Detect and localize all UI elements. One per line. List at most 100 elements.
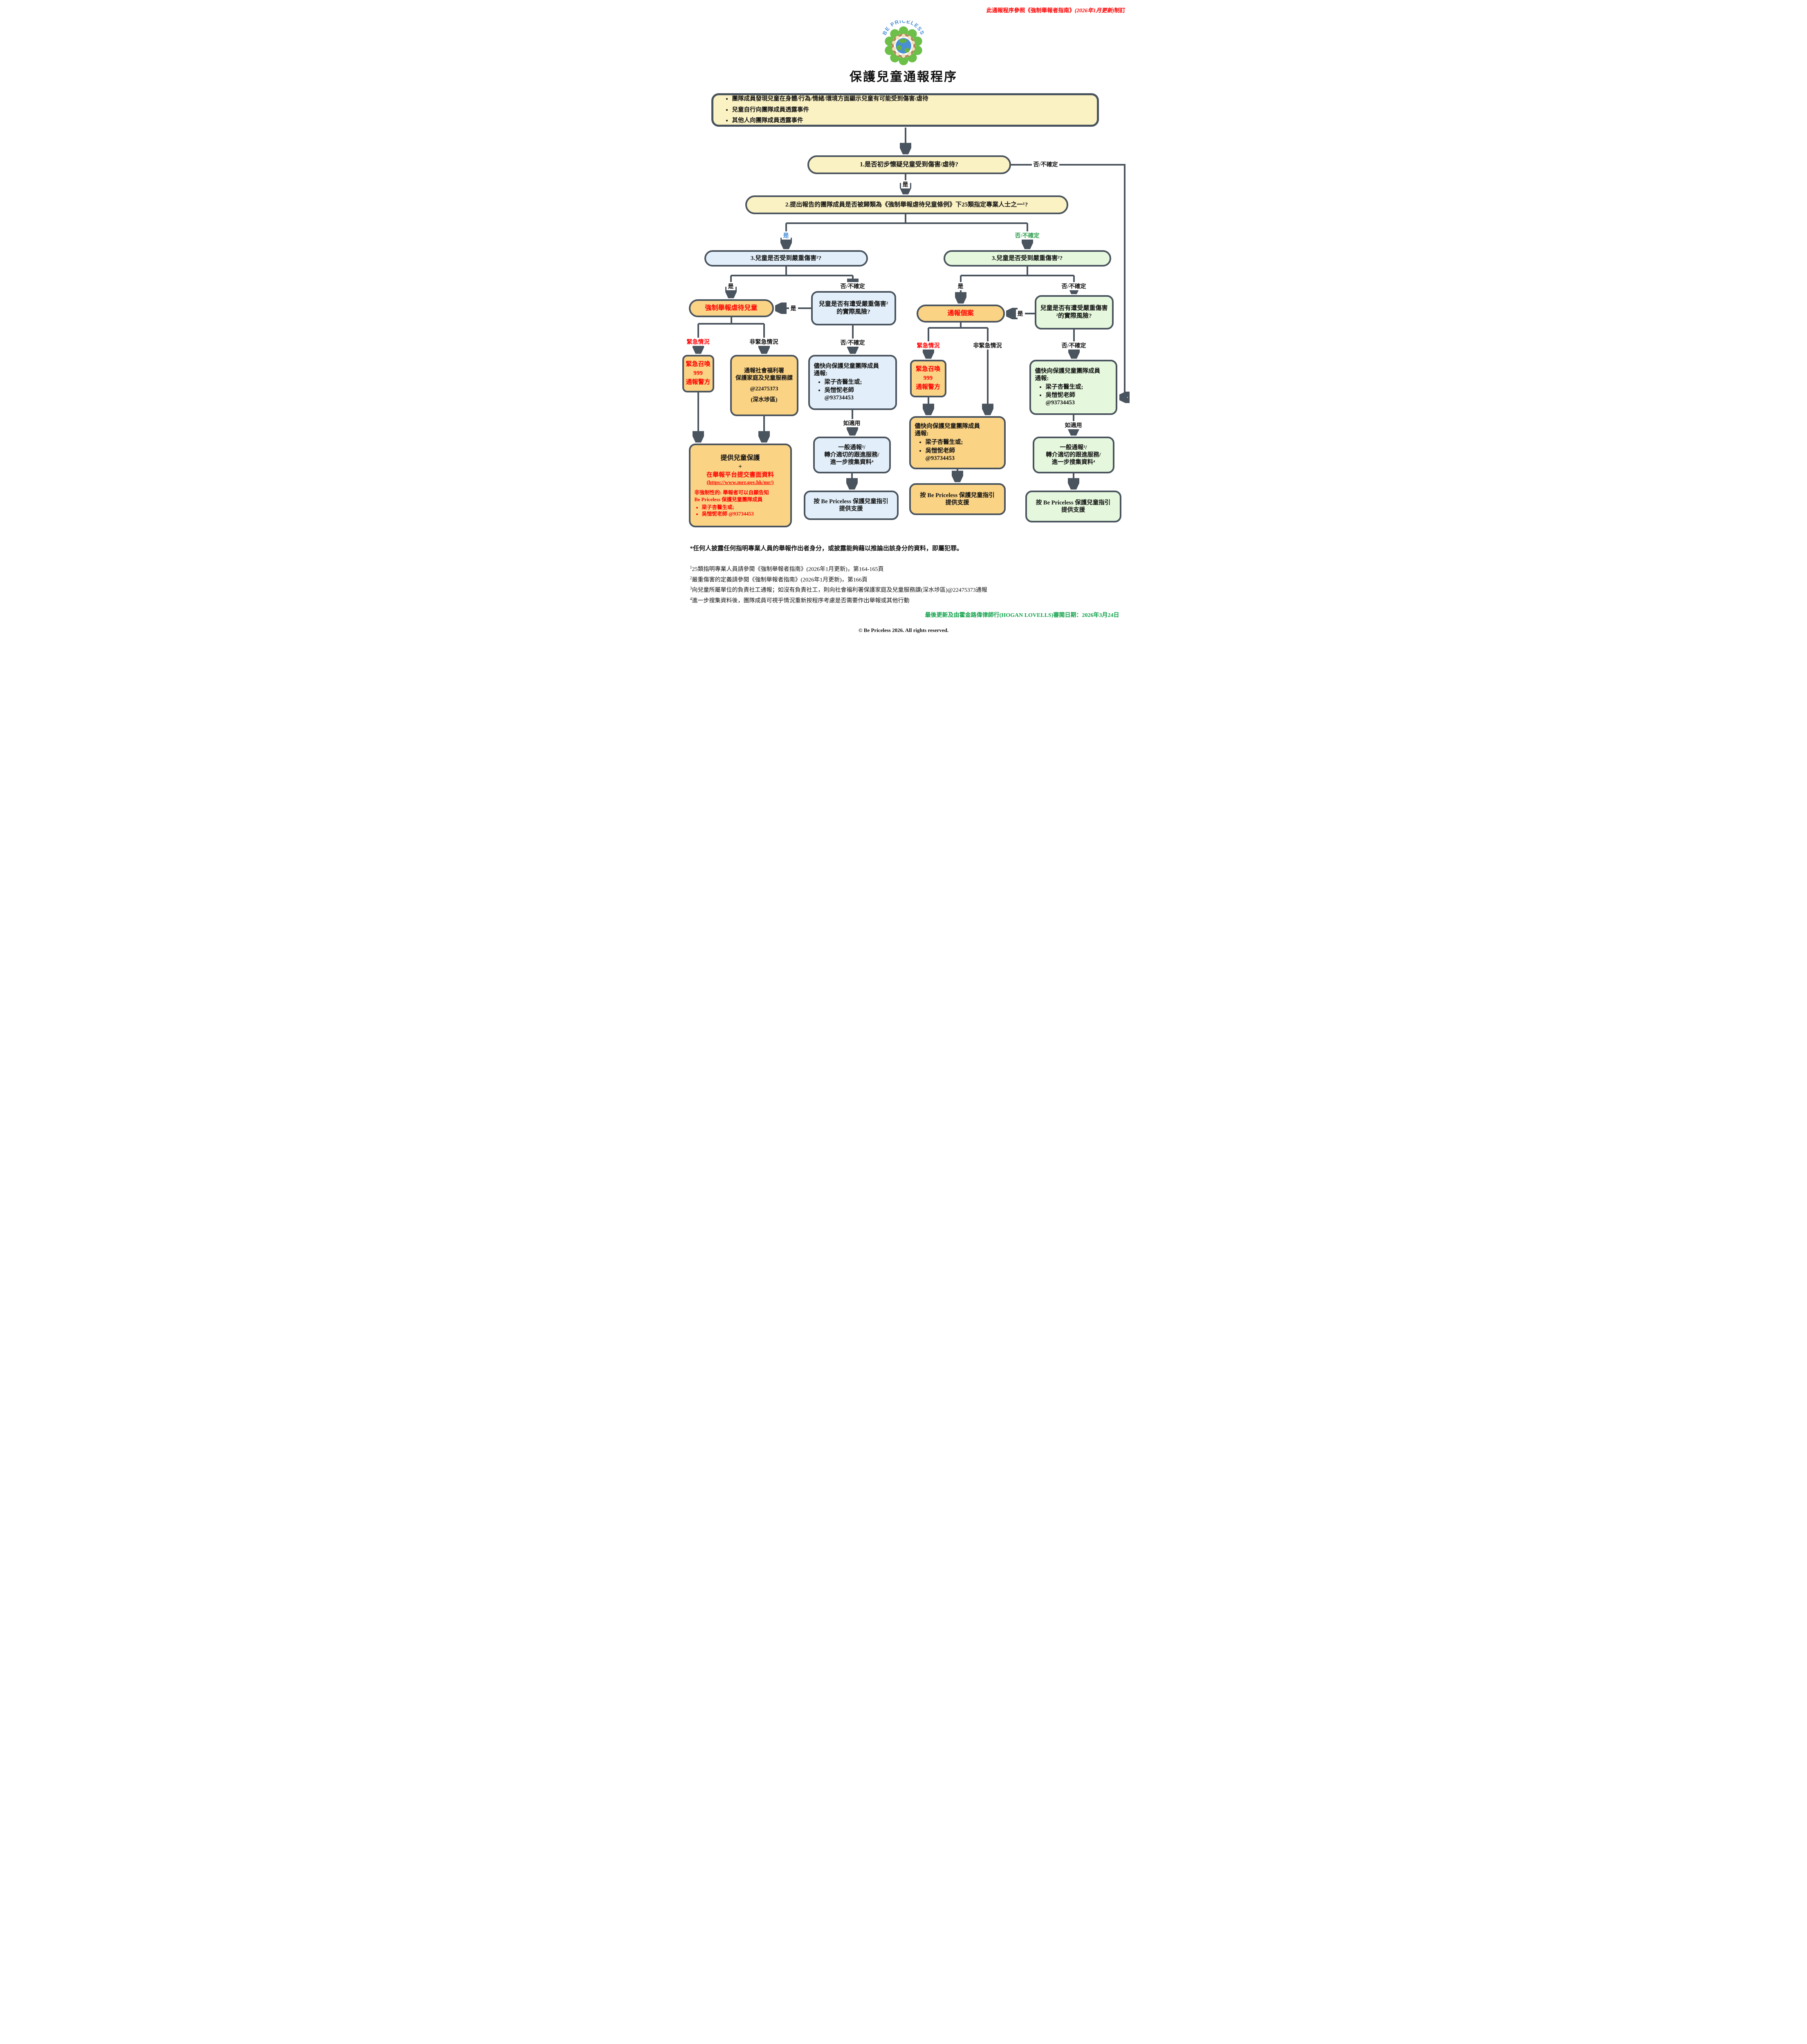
intro-bullet-text: 兒童自行向團隊成員透露事件	[732, 106, 809, 113]
risk-left-box: 兒童是否有遭受嚴重傷害²的實際風險?	[811, 291, 896, 325]
notify-contact-list: 梁子杏醫生或; 吳愷怩老師@93734453	[915, 439, 1000, 462]
voluntary-contact-doctor: 梁子杏醫生或;	[702, 504, 734, 510]
label-q2-no: 否/不確定	[1013, 231, 1041, 240]
swd-name-line2: 保護家庭及兒童服務課	[735, 375, 793, 381]
label-q3l-no: 否/不確定	[838, 282, 867, 290]
call999-line2: 999	[923, 375, 933, 382]
label-q3l-yes: 是	[726, 282, 735, 290]
voluntary-note-line2: Be Priceless 保護兒童團隊成員	[694, 496, 763, 502]
contact-teacher: 吳愷怩老師	[925, 447, 955, 454]
support-blue-box: 按 Be Priceless 保護兒童指引 提供支援	[803, 491, 899, 520]
q3-left-text: 3.兒童是否受到嚴重傷害²?	[750, 255, 822, 262]
intro-bullet: 團隊成員發現兒童在身體/行為/情緒/環境方面顯示兒童有可能受到傷害/虐待	[732, 94, 928, 105]
notify-contact: 吳愷怩老師@93734453	[926, 447, 1000, 462]
contact-teacher: 吳愷怩老師	[1045, 392, 1076, 399]
general-report-line3: 進一步搜集資料⁴	[1051, 459, 1095, 466]
notify-contact: 梁子杏醫生或;	[825, 379, 891, 386]
q3-right-box: 3.兒童是否受到嚴重傷害²?	[943, 250, 1111, 267]
reference-note-text: 此通報程序參照《強制舉報者指南》	[986, 7, 1075, 13]
notify-intro-line2: 通報:	[1035, 375, 1049, 382]
footnote-4: 4進一步搜集資料後，團隊成員可視乎情況重新按程序考慮是否需要作出舉報或其他行動	[690, 596, 1117, 606]
support-orange-box: 按 Be Priceless 保護兒童指引 提供支援	[909, 483, 1006, 515]
notify-contact-list: 梁子杏醫生或; 吳愷怩老師@93734453	[814, 379, 891, 401]
notify-contact: 吳愷怩老師@93734453	[825, 387, 891, 401]
call999-line3: 通報警方	[686, 379, 711, 385]
voluntary-contact: 吳愷怩老師 @93734453	[702, 511, 786, 518]
footnote-text: 向兒童所屬單位的負責社工通報；如沒有負責社工，則向社會福利署保護家庭及兒童服務課…	[692, 587, 987, 594]
notify-intro-line1: 儘快向保護兒童團隊成員	[814, 363, 879, 370]
label-right-non-urgent: 非緊急情況	[971, 341, 1004, 350]
notify-intro-line1: 儘快向保護兒童團隊成員	[1035, 368, 1101, 374]
label-q1-yes: 是	[901, 180, 910, 188]
intro-bullet: 其他人向團隊成員透露事件	[732, 115, 928, 126]
intro-bullet-text: 其他人向團隊成員透露事件	[732, 117, 803, 124]
general-report-line2: 轉介適切的跟進服務/	[1046, 451, 1101, 458]
label-left-if-applicable: 如適用	[841, 419, 862, 427]
footnote-text: 嚴重傷害的定義請參閱《強制舉報者指南》(2026年1月更新)，第166頁	[692, 577, 868, 583]
support-green-box: 按 Be Priceless 保護兒童指引 提供支援	[1025, 491, 1121, 522]
footnote-marker: 1	[690, 565, 692, 570]
label-left-urgent: 緊急情況	[685, 338, 711, 346]
support-line1: 按 Be Priceless 保護兒童指引	[814, 498, 888, 505]
notify-team-content: 儘快向保護兒童團隊成員 通報: 梁子杏醫生或; 吳愷怩老師@93734453	[1031, 365, 1116, 410]
report-case-box: 通報個案	[916, 305, 1005, 323]
notify-team-content: 儘快向保護兒童團隊成員 通報: 梁子杏醫生或; 吳愷怩老師@93734453	[911, 420, 1004, 465]
voluntary-contact-teacher: 吳愷怩老師 @93734453	[702, 511, 754, 517]
general-report-green-box: 一般通報³/ 轉介適切的跟進服務/ 進一步搜集資料⁴	[1032, 437, 1114, 473]
notify-team-orange-box: 儘快向保護兒童團隊成員 通報: 梁子杏醫生或; 吳愷怩老師@93734453	[909, 416, 1006, 469]
intro-bullet-text: 團隊成員發現兒童在身體/行為/情緒/環境方面顯示兒童有可能受到傷害/虐待	[732, 95, 928, 102]
support-line2: 提供支援	[945, 500, 969, 506]
label-riskl-no: 否/不確定	[838, 338, 867, 347]
provide-protection-box: 提供兒童保護 + 在舉報平台提交書面資料 (https://www.mrr.go…	[688, 444, 792, 527]
q3-left-box: 3.兒童是否受到嚴重傷害²?	[704, 250, 868, 267]
footnote-marker: 4	[690, 597, 692, 602]
label-q1-no: 否/不確定	[1031, 160, 1060, 168]
risk-right-text: 兒童是否有遭受嚴重傷害²的實際風險?	[1040, 305, 1108, 319]
flow-connectors	[678, 128, 1130, 639]
contact-doctor: 梁子杏醫生或;	[1045, 383, 1083, 390]
swd-phone: @22475373	[750, 386, 778, 392]
label-riskr-yes: 是	[1016, 309, 1025, 318]
q3-right-text: 3.兒童是否受到嚴重傷害²?	[991, 255, 1063, 262]
risk-right-box: 兒童是否有遭受嚴重傷害²的實際風險?	[1034, 295, 1114, 329]
provide-voluntary-note: 非強制性的: 舉報者可以自願告知 Be Priceless 保護兒童團隊成員 梁…	[691, 489, 790, 518]
support-line2: 提供支援	[839, 506, 863, 512]
footnote-marker: 3	[690, 586, 692, 591]
contact-teacher-phone: @93734453	[824, 394, 854, 401]
voluntary-note-line1: 非強制性的: 舉報者可以自願告知	[694, 489, 769, 495]
notify-team-green-box: 儘快向保護兒童團隊成員 通報: 梁子杏醫生或; 吳愷怩老師@93734453	[1029, 360, 1117, 415]
notify-contact-list: 梁子杏醫生或; 吳愷怩老師@93734453	[1035, 383, 1112, 406]
page-title: 保護兒童通報程序	[850, 70, 957, 84]
provide-title: 提供兒童保護	[720, 454, 760, 462]
call999-left-box: 緊急召喚 999 通報警方	[682, 355, 714, 392]
provide-submit-line: 在舉報平台提交書面資料	[706, 471, 774, 478]
footnote-text: 25類指明專業人員請參閱《強制舉報者指南》(2026年1月更新)，第164-16…	[692, 566, 884, 573]
q1-box: 1.是否初步懷疑兒童受到傷害/虐待?	[807, 155, 1011, 174]
notify-intro-line2: 通報:	[915, 430, 929, 437]
be-priceless-logo: BE PRICELESS	[881, 20, 925, 65]
reference-note: 此通報程序參照《強制舉報者指南》(2026年1月更新)制訂	[986, 6, 1125, 14]
notify-contact: 梁子杏醫生或;	[1046, 383, 1112, 391]
contact-doctor: 梁子杏醫生或;	[824, 379, 862, 385]
mandatory-report-box: 強制舉報虐待兒童	[688, 299, 774, 317]
report-platform-link[interactable]: (https://www.mrr.gov.hk/mr/)	[706, 479, 774, 485]
footnote-marker: 2	[690, 576, 692, 580]
call999-line3: 通報警方	[915, 383, 940, 390]
disclosure-warning: *任何人披露任何指明專業人員的舉報作出者身分，或披露能夠藉以推論出該身分的資料，…	[690, 545, 963, 552]
logo-globe	[895, 38, 911, 54]
notify-team-content: 儘快向保護兒童團隊成員 通報: 梁子杏醫生或; 吳愷怩老師@93734453	[810, 360, 895, 405]
contact-teacher-phone: @93734453	[1045, 399, 1075, 406]
general-report-blue-box: 一般通報³/ 轉介適切的跟進服務/ 進一步搜集資料⁴	[813, 437, 891, 473]
q2-box: 2.提出報告的團隊成員是否被歸類為《強制舉報虐待兒童條例》下25類指定專業人士之…	[745, 195, 1068, 214]
swd-report-box: 通報社會福利署 保護家庭及兒童服務課 @22475373 (深水埗區)	[730, 355, 798, 416]
call999-line1: 緊急召喚	[686, 361, 711, 368]
call999-line2: 999	[693, 370, 703, 377]
label-left-non-urgent: 非緊急情況	[748, 338, 780, 346]
general-report-line2: 轉介適切的跟進服務/	[824, 451, 879, 458]
provide-plus: +	[738, 463, 742, 470]
support-line1: 按 Be Priceless 保護兒童指引	[1036, 499, 1111, 506]
reference-note-suffix: 制訂	[1114, 7, 1125, 13]
label-q2-yes: 是	[781, 231, 791, 240]
footnotes: 125類指明專業人員請參閱《強制舉報者指南》(2026年1月更新)，第164-1…	[690, 564, 1117, 606]
intro-box: 團隊成員發現兒童在身體/行為/情緒/環境方面顯示兒童有可能受到傷害/虐待 兒童自…	[711, 93, 1099, 127]
